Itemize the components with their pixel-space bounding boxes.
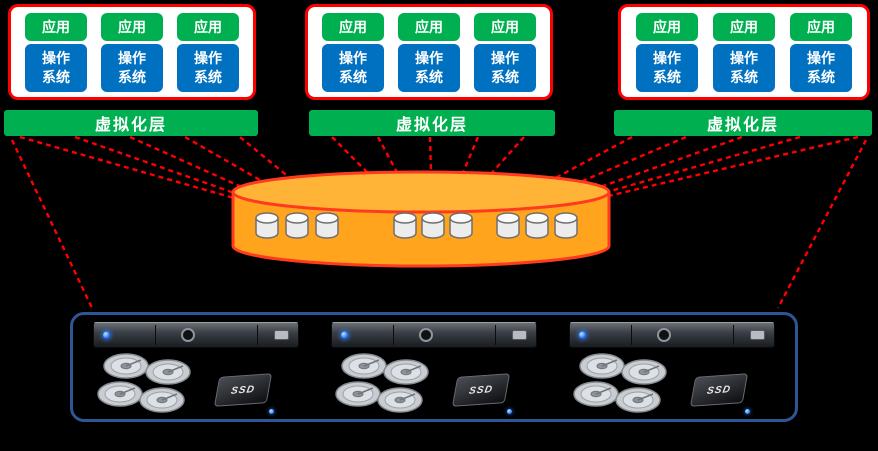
pool-disk-icon (450, 213, 472, 238)
hdd-icon (378, 388, 422, 412)
hdd-icon (622, 360, 666, 384)
power-led-icon (341, 331, 348, 339)
hdd-icon (574, 382, 618, 406)
os-box: 操作 系统 (790, 43, 852, 92)
connector-line (550, 135, 801, 210)
server-unit-2: SSD (331, 322, 537, 419)
app-box: 应用 (177, 12, 239, 41)
chassis-emblem-icon (180, 328, 195, 342)
hdd-group (333, 351, 443, 417)
app-box: 应用 (636, 12, 698, 41)
server-chassis (569, 322, 775, 348)
ssd-icon: SSD (689, 373, 749, 407)
vm-stack: 应用 操作 系统 (636, 12, 698, 92)
virtualization-layer-bar-3: 虚拟化层 (614, 110, 872, 136)
pool-disk-icon (394, 213, 416, 238)
power-button-icon (512, 330, 527, 340)
chassis-divider (257, 325, 259, 345)
pool-disk-icon (256, 213, 278, 238)
os-box: 操作 系统 (713, 43, 775, 92)
app-box: 应用 (101, 12, 163, 41)
server-chassis (331, 322, 537, 348)
app-box: 应用 (25, 12, 87, 41)
hdd-cluster: SSD (569, 351, 775, 423)
power-led-icon (579, 331, 586, 339)
chassis-emblem-icon (656, 328, 671, 342)
vm-stack: 应用 操作 系统 (713, 12, 775, 92)
server-unit-1: SSD (93, 322, 299, 419)
hdd-icon (580, 354, 624, 378)
pool-disk-icon (526, 213, 548, 238)
power-led-icon (103, 331, 110, 339)
hdd-icon (336, 382, 380, 406)
app-box: 应用 (713, 12, 775, 41)
chassis-divider (733, 325, 735, 345)
os-box: 操作 系统 (25, 43, 87, 92)
ssd-icon: SSD (213, 373, 273, 407)
pool-disk-icon (555, 213, 577, 238)
app-box: 应用 (790, 12, 852, 41)
hdd-cluster: SSD (331, 351, 537, 423)
server-chassis (93, 322, 299, 348)
vm-group-2: 应用 操作 系统 应用 操作 系统 应用 操作 系统 (305, 4, 553, 100)
hdd-group (95, 351, 205, 417)
hdd-icon (146, 360, 190, 384)
os-box: 操作 系统 (177, 43, 239, 92)
connector-line (518, 135, 687, 210)
connector-line (461, 136, 525, 207)
chassis-divider (393, 325, 395, 345)
app-box: 应用 (474, 12, 536, 41)
chassis-divider (495, 325, 497, 345)
vm-stack: 应用 操作 系统 (25, 12, 87, 92)
storage-pool-cylinder (231, 170, 611, 268)
connector-line (776, 139, 868, 309)
hdd-icon (616, 388, 660, 412)
virtualization-layer-bar-1: 虚拟化层 (4, 110, 258, 136)
ssd-led-icon (745, 409, 750, 414)
power-button-icon (750, 330, 765, 340)
vm-stack: 应用 操作 系统 (790, 12, 852, 92)
hdd-icon (140, 388, 184, 412)
virtualization-layer-bar-2: 虚拟化层 (309, 110, 555, 136)
server-enclosure: SSD SSD (70, 312, 798, 422)
os-box: 操作 系统 (322, 43, 384, 92)
chassis-divider (155, 325, 157, 345)
app-box: 应用 (322, 12, 384, 41)
app-box: 应用 (398, 12, 460, 41)
pool-disk-icon (316, 213, 338, 238)
hdd-icon (104, 354, 148, 378)
pool-disk-icon (497, 213, 519, 238)
ssd-icon: SSD (451, 373, 511, 407)
vm-stack: 应用 操作 系统 (398, 12, 460, 92)
power-button-icon (274, 330, 289, 340)
hdd-cluster: SSD (93, 351, 299, 423)
hdd-icon (98, 382, 142, 406)
server-unit-3: SSD (569, 322, 775, 419)
os-box: 操作 系统 (398, 43, 460, 92)
pool-disk-icon (422, 213, 444, 238)
vm-group-1: 应用 操作 系统 应用 操作 系统 应用 操作 系统 (8, 4, 256, 100)
vm-stack: 应用 操作 系统 (101, 12, 163, 92)
vm-stack: 应用 操作 系统 (177, 12, 239, 92)
connector-line (10, 139, 94, 309)
chassis-emblem-icon (418, 328, 433, 342)
hdd-icon (342, 354, 386, 378)
pool-disk-icon (286, 213, 308, 238)
hdd-icon (384, 360, 428, 384)
vm-group-3: 应用 操作 系统 应用 操作 系统 应用 操作 系统 (618, 4, 870, 100)
os-box: 操作 系统 (474, 43, 536, 92)
ssd-led-icon (269, 409, 274, 414)
vm-stack: 应用 操作 系统 (474, 12, 536, 92)
os-box: 操作 系统 (636, 43, 698, 92)
ssd-led-icon (507, 409, 512, 414)
os-box: 操作 系统 (101, 43, 163, 92)
hdd-group (571, 351, 681, 417)
vm-stack: 应用 操作 系统 (322, 12, 384, 92)
chassis-divider (631, 325, 633, 345)
connector-line (19, 135, 263, 208)
pool-disk-group (256, 213, 577, 238)
